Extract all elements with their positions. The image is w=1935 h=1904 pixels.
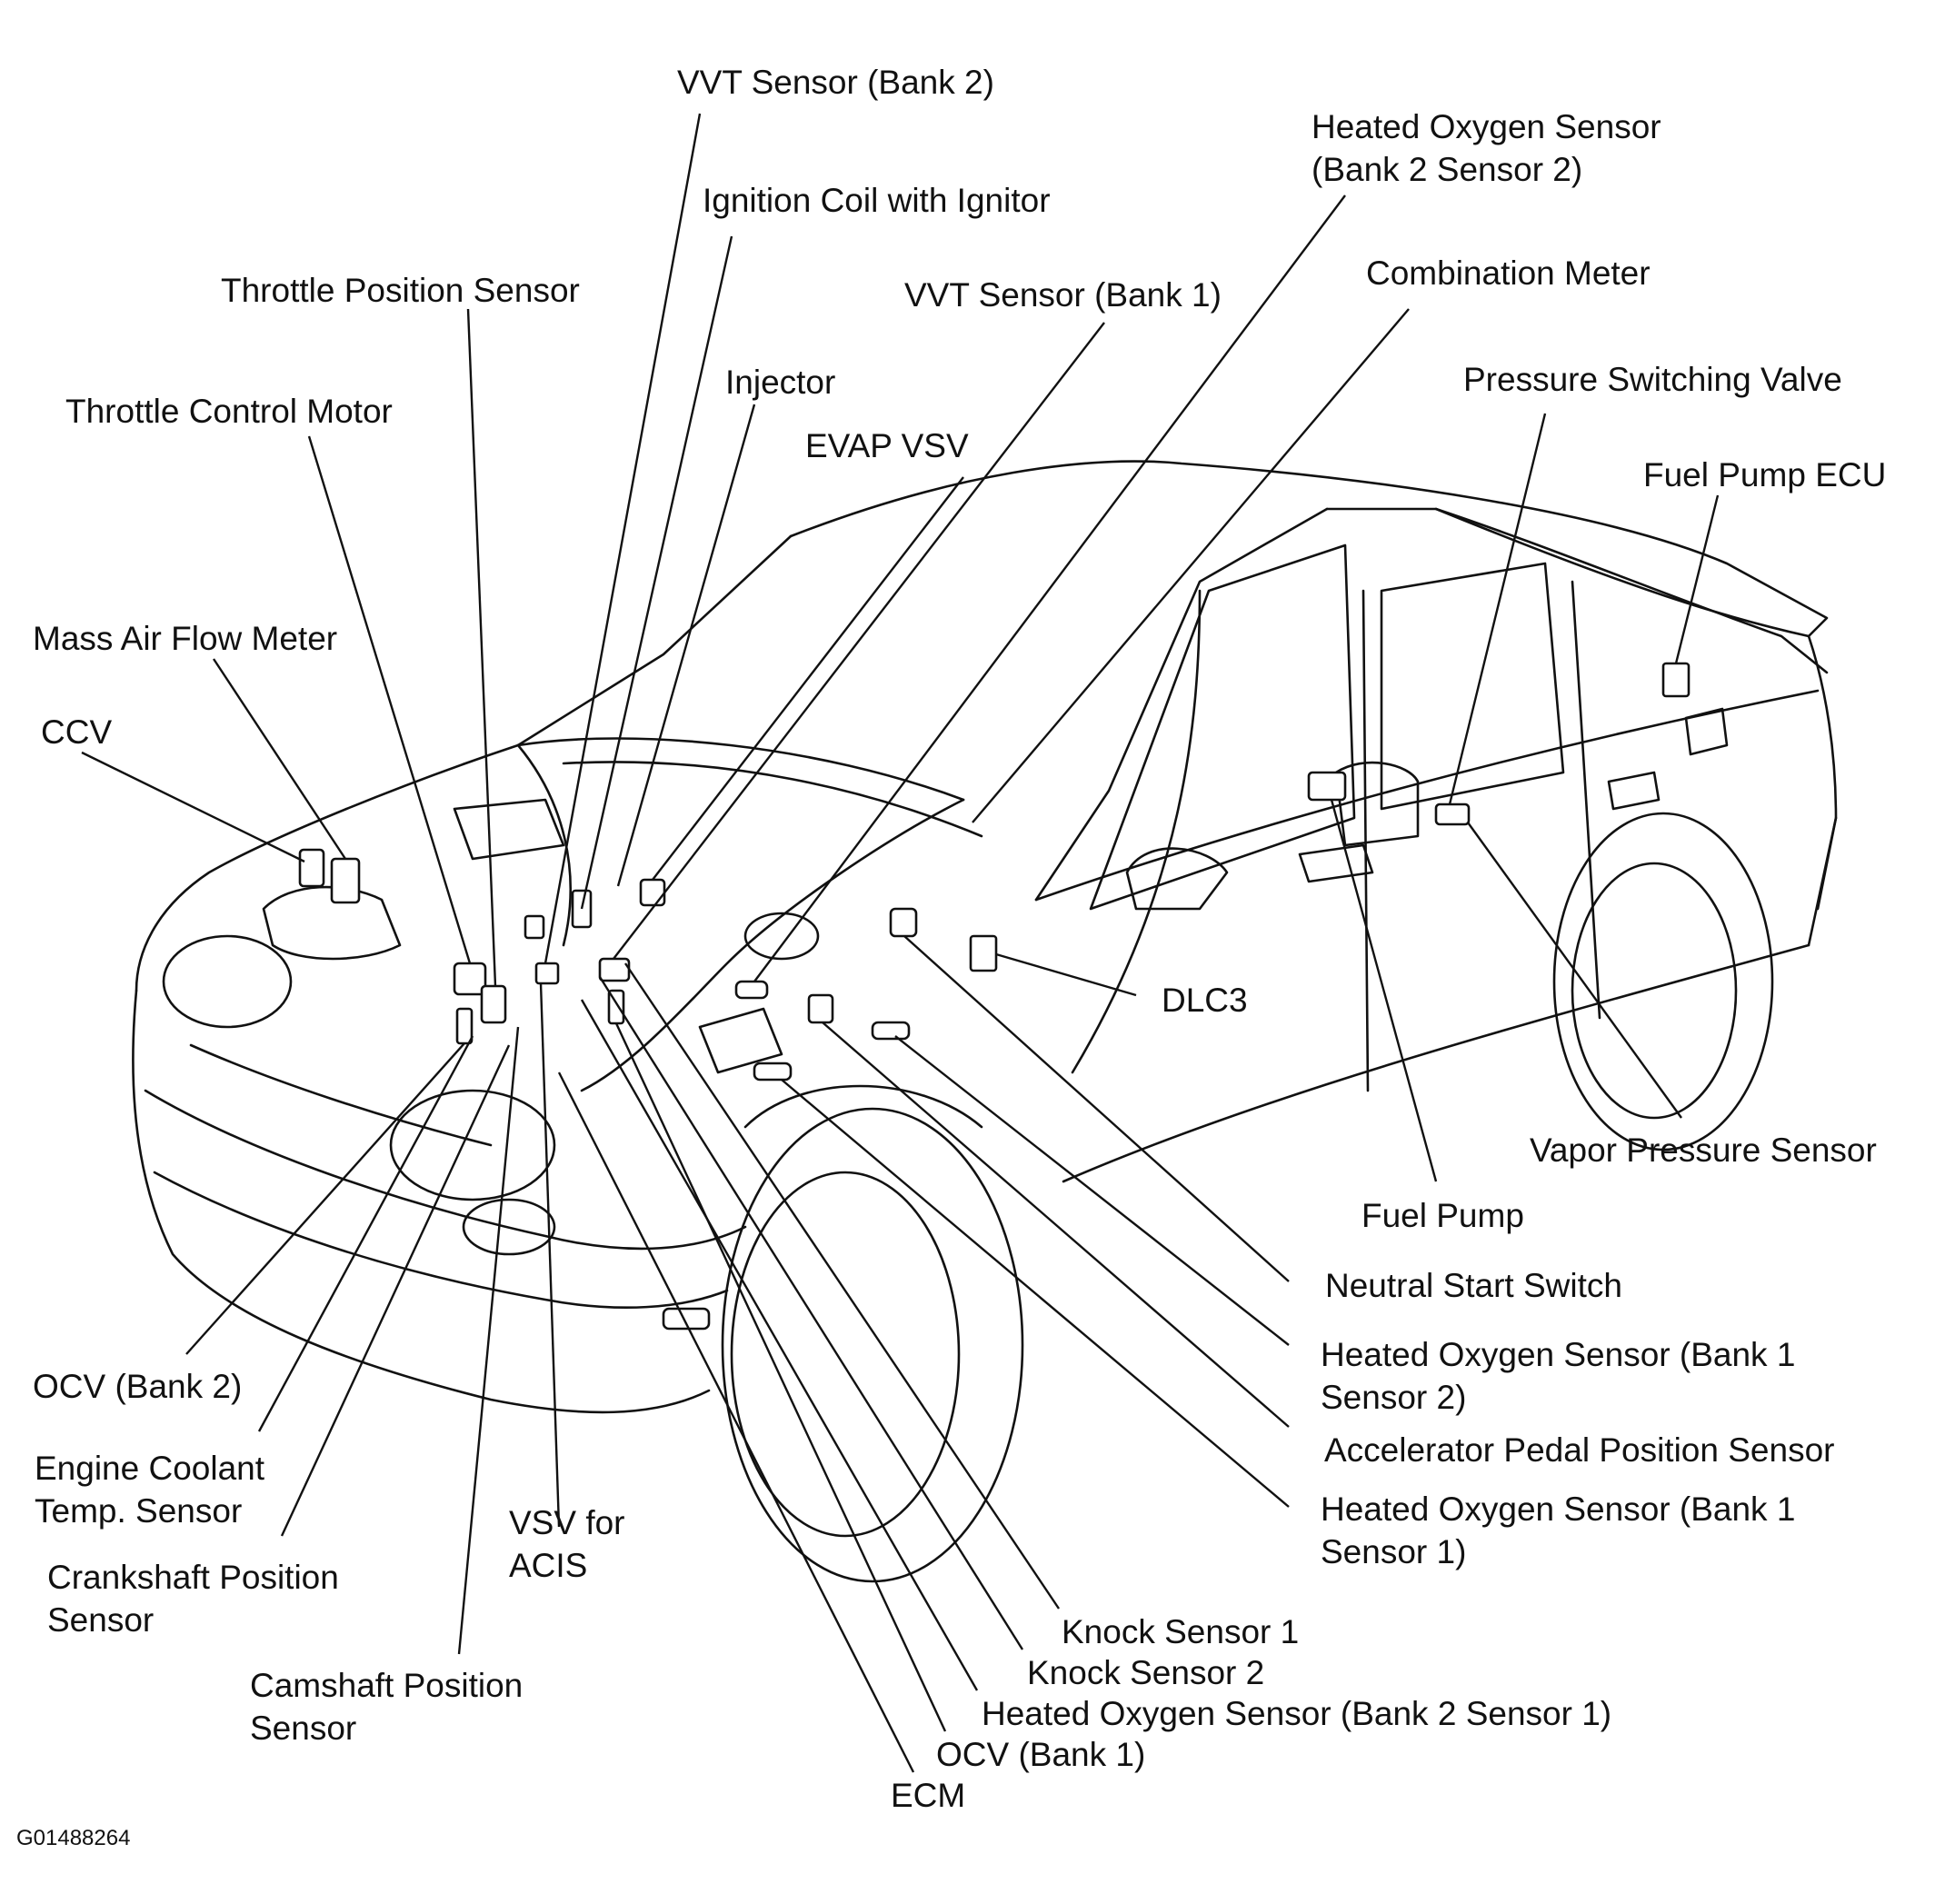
label-dlc3: DLC3 [1162, 982, 1248, 1019]
label-ignition-coil: Ignition Coil with Ignitor [703, 182, 1051, 219]
leader-vsv-acis [539, 982, 561, 1528]
leader-injector [616, 404, 756, 887]
label-vvt-sensor-bank1: VVT Sensor (Bank 1) [904, 276, 1222, 314]
vvt-bank1-part [598, 957, 631, 982]
leader-crankshaft [280, 1044, 511, 1537]
label-throttle-control-motor: Throttle Control Motor [65, 393, 393, 430]
label-fuel-pump: Fuel Pump [1361, 1197, 1524, 1234]
label-vapor-pressure-sensor: Vapor Pressure Sensor [1530, 1131, 1877, 1169]
leader-dlc3 [995, 952, 1137, 997]
leader-vapor-pressure [1467, 822, 1682, 1119]
label-accelerator-pedal: Accelerator Pedal Position Sensor [1324, 1431, 1834, 1469]
leader-o2-b1s2 [894, 1035, 1290, 1346]
leader-o2-b2s1 [580, 999, 979, 1691]
leader-knock-2 [598, 976, 1024, 1650]
leader-camshaft [457, 1026, 520, 1655]
label-combination-meter: Combination Meter [1366, 254, 1651, 292]
label-ccv: CCV [41, 713, 112, 751]
label-neutral-start-switch: Neutral Start Switch [1325, 1267, 1622, 1304]
label-heated-o2-b2s2: Heated Oxygen Sensor (Bank 2 Sensor 2) [1312, 108, 1671, 188]
leader-vvt-bank1 [613, 322, 1105, 960]
leader-fuel-pump-ecu [1674, 494, 1720, 664]
accelerator-pedal-part [807, 993, 834, 1024]
label-evap-vsv: EVAP VSV [805, 427, 969, 464]
o2-b2s2-part [734, 980, 769, 1000]
leader-engine-coolant [257, 1035, 474, 1432]
dlc3-part [969, 934, 998, 972]
leader-accelerator-pedal [822, 1022, 1290, 1428]
o2-b1s1-part [753, 1062, 793, 1082]
label-heated-o2-b1s1: Heated Oxygen Sensor (Bank 1 Sensor 1) [1321, 1490, 1805, 1570]
o2-b1s2-part [871, 1021, 911, 1041]
labels: VVT Sensor (Bank 2) Heated Oxygen Sensor… [16, 64, 1886, 1850]
label-knock-sensor-2: Knock Sensor 2 [1027, 1654, 1264, 1691]
leader-ccv [81, 751, 305, 863]
leader-ignition-coil [580, 235, 733, 910]
figure-code: G01488264 [16, 1826, 130, 1850]
throttle-position-part [480, 984, 507, 1024]
car-body-outline [132, 460, 1838, 1583]
ignition-coil-part [524, 914, 545, 940]
leader-neutral-start [903, 935, 1290, 1282]
leader-throttle-motor [307, 435, 472, 964]
label-heated-o2-b2s1: Heated Oxygen Sensor (Bank 2 Sensor 1) [982, 1695, 1611, 1732]
label-fuel-pump-ecu: Fuel Pump ECU [1643, 456, 1886, 493]
label-vvt-sensor-bank2: VVT Sensor (Bank 2) [677, 64, 994, 101]
label-mass-air-flow-meter: Mass Air Flow Meter [33, 620, 337, 657]
label-ocv-bank1: OCV (Bank 1) [936, 1736, 1145, 1773]
leader-combination-meter [972, 308, 1410, 823]
mass-air-flow-part [330, 857, 361, 904]
label-throttle-position-sensor: Throttle Position Sensor [221, 272, 580, 309]
leader-o2-b1s1 [781, 1079, 1290, 1508]
leader-ocv-bank1 [614, 1022, 947, 1732]
leader-ecm [557, 1072, 915, 1773]
evap-vsv-part [639, 878, 666, 907]
label-pressure-switching-valve: Pressure Switching Valve [1463, 361, 1842, 398]
leader-fuel-pump [1330, 799, 1438, 1182]
label-knock-sensor-1: Knock Sensor 1 [1062, 1613, 1299, 1650]
vvt-bank2-part [534, 962, 560, 985]
label-injector: Injector [725, 364, 835, 401]
fuel-pump-part [1307, 771, 1347, 802]
neutral-start-part [889, 907, 918, 938]
leader-ocv-bank2 [185, 1042, 465, 1355]
leader-mass-air-flow [212, 658, 347, 860]
label-crankshaft: Crankshaft Position Sensor [47, 1559, 348, 1639]
ccv-part [298, 848, 325, 888]
pressure-switching-part [1434, 802, 1471, 826]
leader-knock-1 [624, 962, 1060, 1610]
leader-lines [81, 113, 1720, 1773]
leader-pressure-switching [1448, 413, 1547, 805]
label-ocv-bank2: OCV (Bank 2) [33, 1368, 242, 1405]
leader-o2-b2s2 [753, 194, 1346, 982]
leader-vvt-bank2 [544, 113, 702, 964]
label-ecm: ECM [891, 1777, 965, 1814]
leader-evap-vsv [652, 476, 964, 881]
label-vsv-acis: VSV for ACIS [509, 1504, 634, 1584]
label-camshaft: Camshaft Position Sensor [250, 1667, 533, 1747]
label-heated-o2-b1s2: Heated Oxygen Sensor (Bank 1 Sensor 2) [1321, 1336, 1805, 1416]
fuel-pump-ecu-part [1661, 662, 1691, 698]
ocv-bank2-part [455, 1007, 474, 1045]
leader-throttle-position [466, 308, 497, 987]
label-engine-coolant: Engine Coolant Temp. Sensor [35, 1450, 274, 1530]
